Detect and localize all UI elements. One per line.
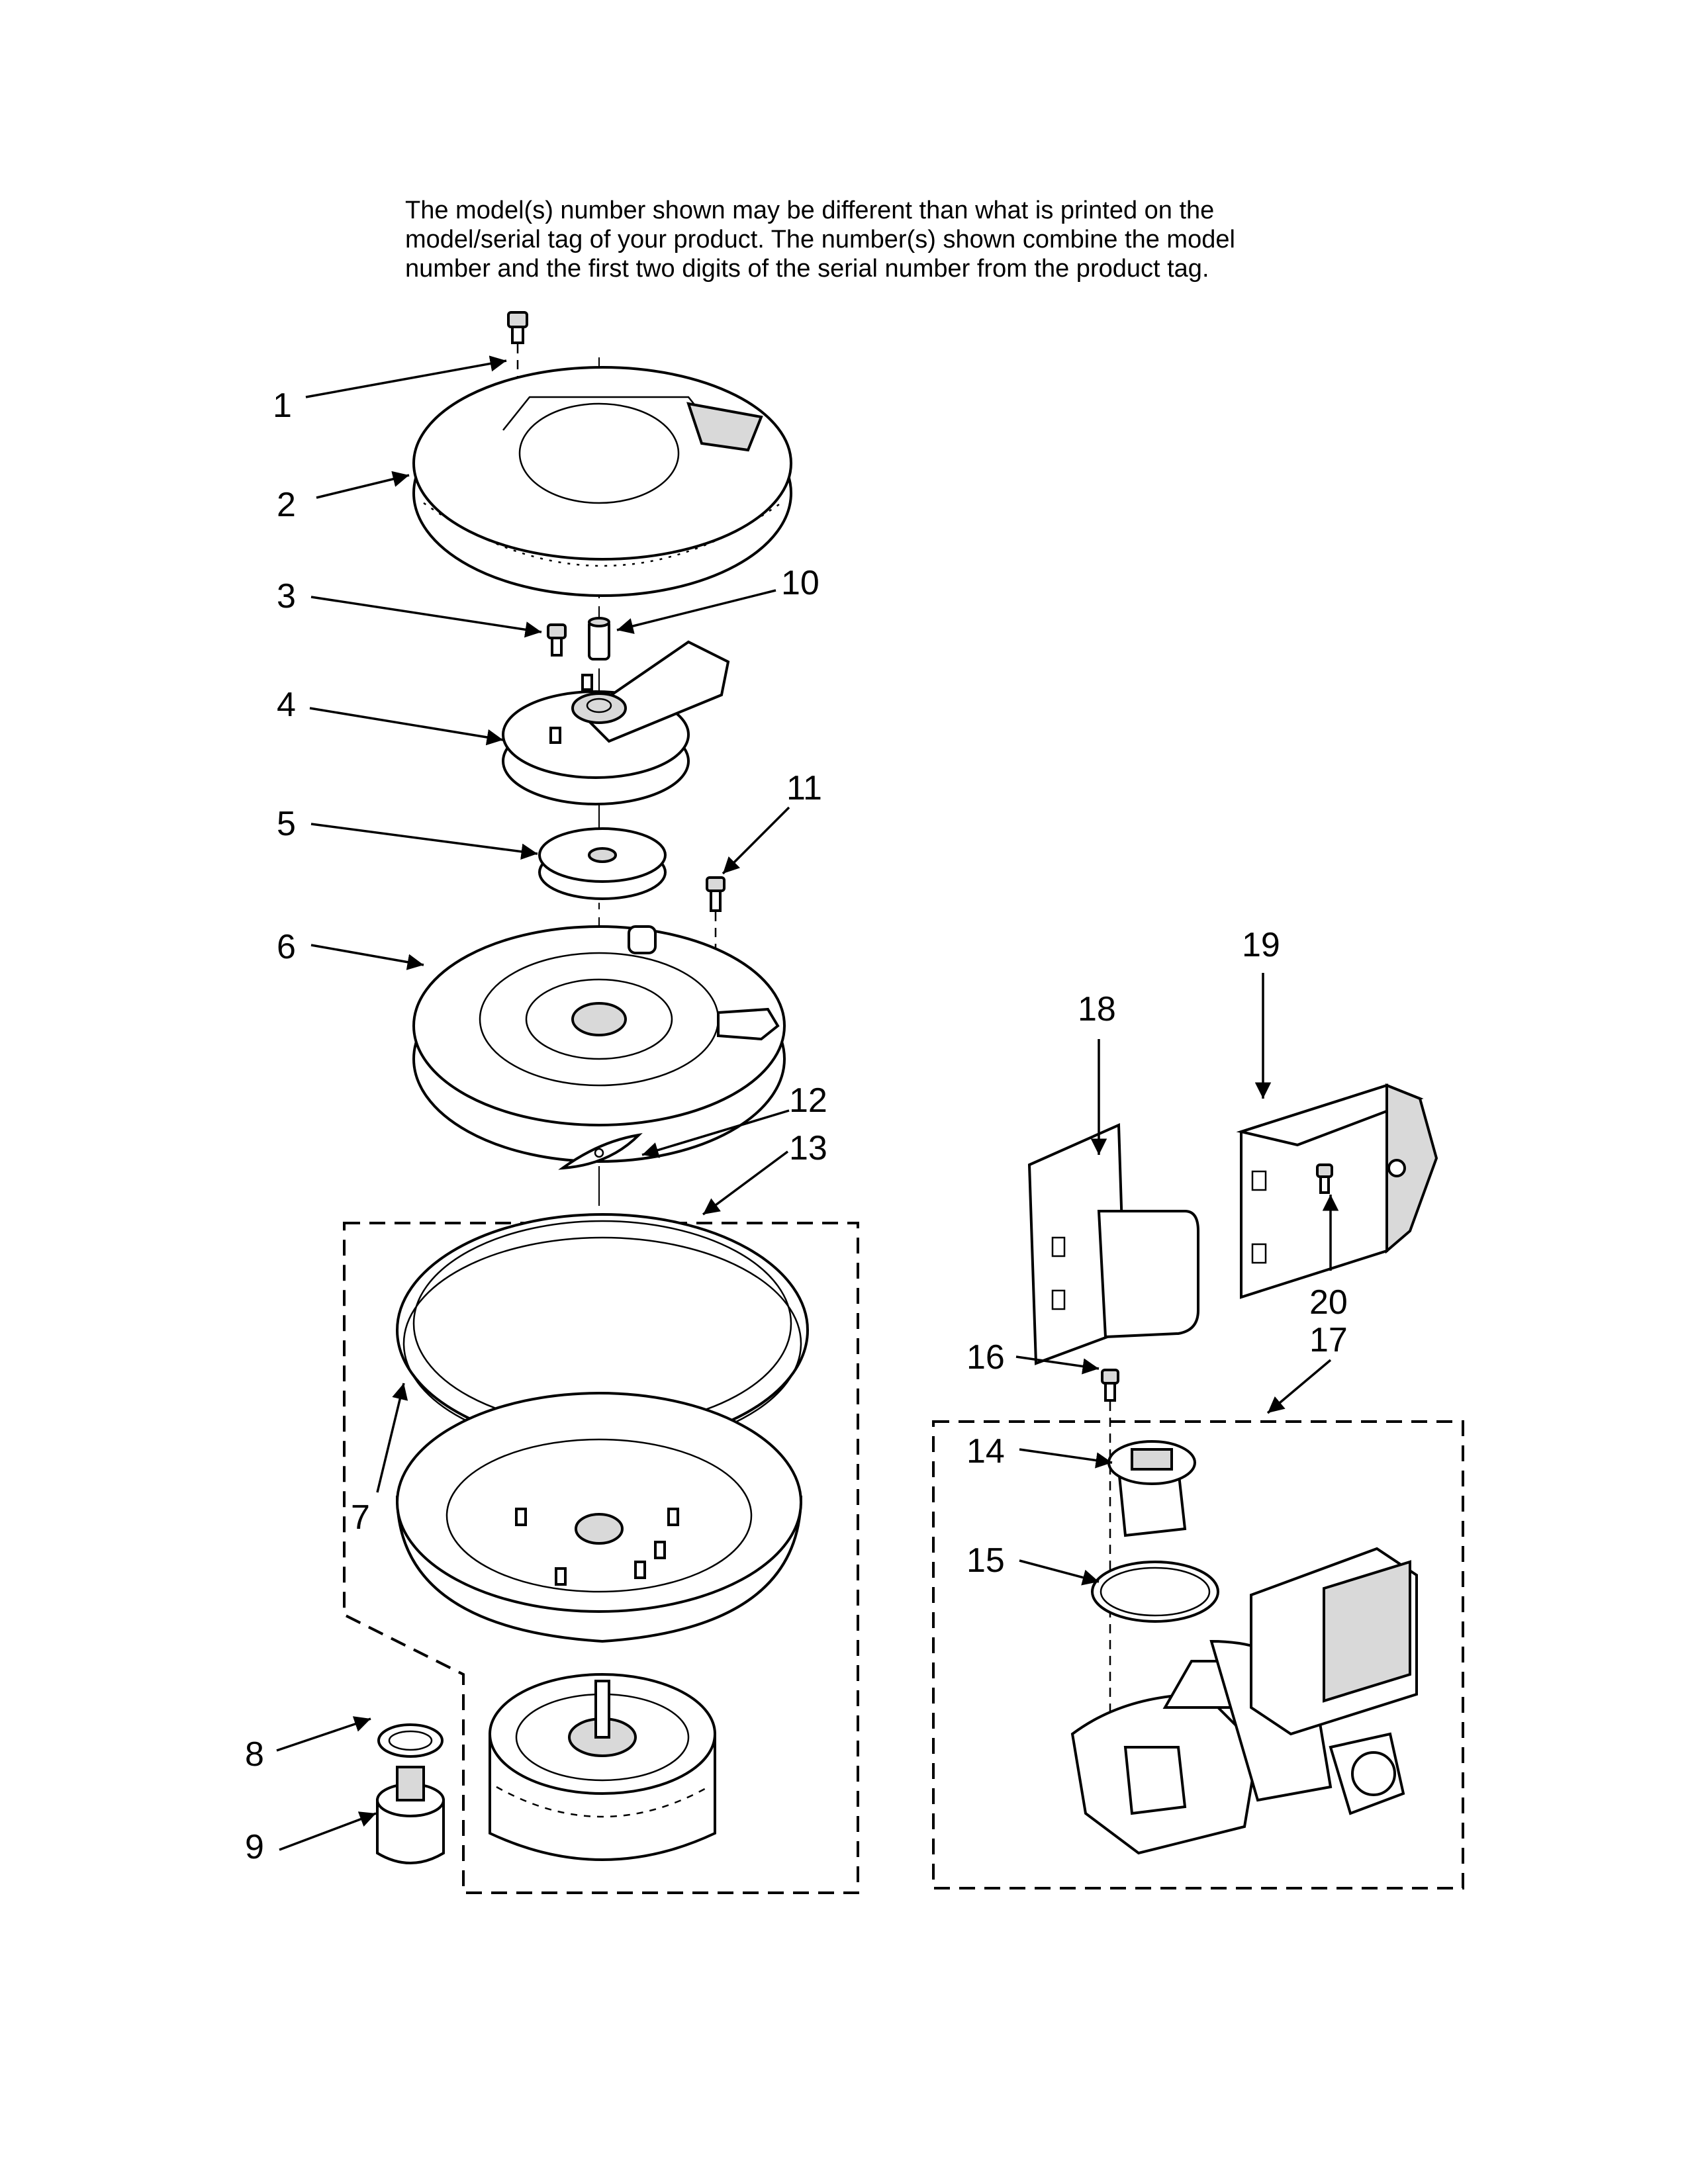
callout-8: 8 [245,1735,264,1774]
coupler-part-9 [376,1766,445,1864]
adapter-part-14 [1107,1440,1196,1537]
control-box-part-19 [1236,1083,1438,1299]
screw-part-11 [706,876,726,999]
callout-19: 19 [1242,926,1280,964]
impeller-part-5 [538,827,667,900]
callout-13: 13 [789,1129,827,1167]
callout-4: 4 [277,686,296,724]
drain-pump-assembly [1070,1547,1418,1855]
assembly-box-13 [343,1222,859,1894]
note-line-1: The model(s) number shown may be differe… [405,197,1215,224]
seal-clip-part-12 [558,1132,643,1170]
callout-10: 10 [781,564,820,602]
callout-11: 11 [786,769,822,807]
callout-16: 16 [966,1338,1005,1377]
callout-labels: 1 2 3 10 4 5 11 6 12 13 7 8 9 18 19 20 1… [245,387,1348,1866]
screw-part-3 [547,623,567,657]
callout-7: 7 [351,1498,370,1537]
leader-lines [276,355,1339,1851]
cover-part-2 [412,366,792,597]
callout-18: 18 [1078,990,1116,1028]
callout-14: 14 [966,1432,1005,1471]
sump-part-7 [396,1213,809,1643]
callout-3: 3 [277,577,296,615]
callout-6: 6 [277,928,296,966]
bracket-part-18 [1027,1122,1199,1365]
screw-part-20 [1316,1163,1333,1194]
motor-assembly [489,1673,716,1861]
callout-5: 5 [277,805,296,843]
callout-15: 15 [966,1541,1005,1580]
assembly-box-17 [932,1420,1464,1889]
pump-housing-part-4 [502,640,730,805]
note-line-3: number and the first two digits of the s… [405,255,1209,283]
callout-9: 9 [245,1828,264,1866]
screw-part-1 [507,311,528,529]
o-ring-part-8 [377,1723,444,1758]
filter-plate-part-6 [412,925,786,1163]
gasket-part-15 [1091,1561,1219,1623]
callout-17: 17 [1309,1321,1348,1359]
callout-2: 2 [277,486,296,524]
note-line-2: model/serial tag of your product. The nu… [405,226,1235,253]
callout-1: 1 [273,387,292,425]
callout-20: 20 [1309,1283,1348,1322]
pin-part-10 [588,617,610,660]
model-number-note: The model(s) number shown may be differe… [405,196,1398,283]
callout-12: 12 [789,1081,827,1120]
